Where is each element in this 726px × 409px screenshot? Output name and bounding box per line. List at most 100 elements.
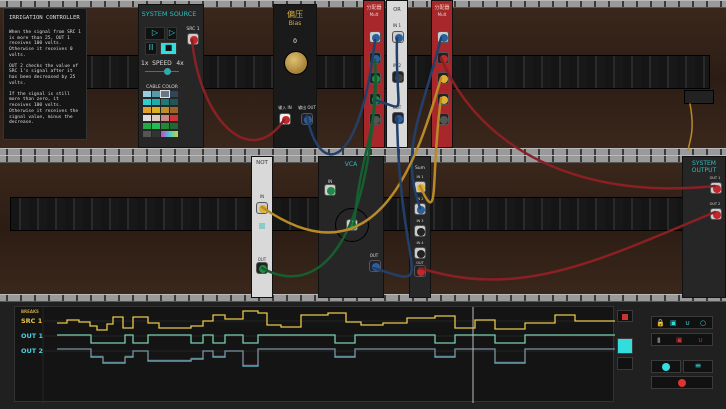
module-title: Mult bbox=[437, 12, 447, 17]
color-swatch[interactable] bbox=[161, 107, 169, 113]
color-swatch[interactable] bbox=[161, 99, 169, 105]
cable-yellow[interactable] bbox=[418, 96, 443, 204]
cable-blue[interactable] bbox=[372, 116, 413, 278]
module-title: NOT bbox=[256, 160, 268, 166]
cable-red[interactable] bbox=[418, 210, 717, 281]
out2-jack[interactable] bbox=[710, 208, 722, 220]
cable-red[interactable] bbox=[190, 38, 286, 142]
color-swatch[interactable] bbox=[152, 99, 160, 105]
speed-max-label: 4x bbox=[176, 60, 184, 67]
color-swatch[interactable] bbox=[161, 123, 169, 129]
cable-connector bbox=[684, 90, 714, 104]
color-swatch[interactable] bbox=[170, 99, 178, 105]
lock-icon[interactable]: 🔒 bbox=[656, 319, 665, 327]
stop-button[interactable]: ■ bbox=[160, 42, 177, 55]
play-button[interactable]: ▷ bbox=[145, 27, 165, 40]
out1-jack[interactable] bbox=[710, 182, 722, 194]
vca-in-jack[interactable] bbox=[324, 184, 336, 196]
pause-button[interactable]: II bbox=[145, 42, 157, 55]
clear-scope-button[interactable] bbox=[617, 310, 633, 322]
color-swatch[interactable] bbox=[161, 115, 169, 121]
sum-in2-label: IN 2 bbox=[416, 197, 424, 201]
puzzle-title: IRRIGATION CONTROLLER bbox=[9, 15, 80, 21]
color-swatch-rainbow[interactable] bbox=[161, 131, 178, 137]
sum-in3-label: IN 3 bbox=[416, 219, 424, 223]
step-button[interactable]: ▷ bbox=[167, 27, 177, 40]
trash-icon[interactable]: ▮ bbox=[657, 336, 661, 344]
track-label-out2: OUT 2 bbox=[21, 347, 44, 355]
module-title-cn: 分配器 bbox=[366, 5, 382, 11]
trace-out1-expected bbox=[57, 334, 615, 344]
module-title: SYSTEM OUTPUT bbox=[691, 160, 717, 174]
toolbar-row-1: 🔒 ▣ ∪ ○ bbox=[651, 316, 713, 329]
module-title: OR bbox=[393, 7, 401, 13]
cable-blue[interactable] bbox=[410, 36, 443, 210]
system-output-module: SYSTEM OUTPUT OUT 1 OUT 2 bbox=[682, 156, 726, 298]
scope-traces bbox=[42, 307, 615, 403]
color-swatch[interactable] bbox=[170, 91, 178, 97]
color-swatch[interactable] bbox=[152, 107, 160, 113]
or-in1-label: IN 1 bbox=[393, 23, 401, 28]
track-label-out1: OUT 1 bbox=[21, 332, 44, 340]
help-button[interactable] bbox=[651, 360, 681, 373]
trace-out2-expected bbox=[57, 348, 615, 366]
color-swatch[interactable] bbox=[143, 115, 151, 121]
color-swatch[interactable] bbox=[143, 131, 151, 137]
toolbar-row-2: ▮ ▣ ∪ bbox=[651, 333, 713, 346]
speed-slider-handle[interactable] bbox=[164, 68, 171, 75]
oscilloscope: BREAKS SRC 1 OUT 1 OUT 2 bbox=[14, 306, 615, 403]
cable-yellow[interactable] bbox=[260, 76, 443, 234]
description-text: OUT 2 checks the value of SRC 1's signal… bbox=[9, 63, 81, 86]
menu-button[interactable]: ≡ bbox=[683, 360, 713, 373]
puzzle-description: IRRIGATION CONTROLLER When the signal fr… bbox=[3, 8, 87, 140]
vca-in-label: IN bbox=[327, 179, 333, 184]
module-title: Sum bbox=[414, 166, 426, 171]
cable-green[interactable] bbox=[352, 58, 377, 228]
speed-min-label: 1x bbox=[141, 60, 149, 67]
not-in-label: IN bbox=[259, 194, 265, 199]
color-swatch[interactable] bbox=[160, 90, 170, 98]
src1-label: SRC 1 bbox=[186, 27, 200, 32]
vca-out-label: OUT bbox=[369, 253, 379, 258]
rack-strip bbox=[10, 55, 710, 89]
sum-in4-jack[interactable] bbox=[414, 247, 426, 259]
cable-icon[interactable]: ∪ bbox=[685, 319, 691, 327]
color-swatch[interactable] bbox=[152, 91, 160, 97]
bias-knob[interactable] bbox=[284, 51, 308, 75]
color-swatch[interactable] bbox=[152, 123, 160, 129]
save-icon[interactable]: ▣ bbox=[670, 319, 677, 327]
color-swatch[interactable] bbox=[143, 91, 151, 97]
save-scope-button[interactable] bbox=[617, 357, 633, 370]
color-swatch[interactable] bbox=[143, 99, 151, 105]
reset-icon[interactable]: ○ bbox=[700, 319, 707, 327]
color-swatch[interactable] bbox=[170, 115, 178, 121]
scope-mode-button[interactable] bbox=[617, 338, 633, 354]
speed-slider[interactable] bbox=[145, 68, 179, 75]
description-text: If the signal is still more than zero, i… bbox=[9, 91, 81, 126]
cable-yellow bbox=[687, 103, 693, 151]
color-swatch[interactable] bbox=[170, 123, 178, 129]
out1-label: OUT 1 bbox=[709, 176, 721, 180]
cable-red[interactable] bbox=[439, 56, 717, 190]
description-text: When the signal from SRC 1 is more than … bbox=[9, 29, 84, 58]
sum-in3-jack[interactable] bbox=[414, 225, 426, 237]
cable-green[interactable] bbox=[260, 80, 377, 278]
cable-blue[interactable] bbox=[373, 36, 400, 108]
delete-module-icon[interactable]: ▣ bbox=[676, 336, 683, 344]
color-swatch[interactable] bbox=[152, 131, 160, 137]
vca-module: VCA IN OUT bbox=[318, 156, 384, 298]
scope-header: BREAKS bbox=[21, 309, 39, 314]
cable-blue[interactable] bbox=[305, 38, 377, 156]
color-swatch[interactable] bbox=[170, 107, 178, 113]
record-button[interactable] bbox=[651, 376, 713, 389]
system-source-module: SYSTEM SOURCE ▷ ▷ II ■ 1x SPEED 4x CABLE… bbox=[138, 4, 204, 148]
color-swatch[interactable] bbox=[152, 115, 160, 121]
module-title-cn: 分配器 bbox=[434, 5, 450, 11]
not-indicator bbox=[259, 223, 265, 229]
color-swatch[interactable] bbox=[143, 107, 151, 113]
color-swatch[interactable] bbox=[143, 123, 151, 129]
speed-label: SPEED bbox=[152, 60, 172, 67]
delete-cable-icon[interactable]: ∪ bbox=[698, 336, 704, 344]
bias-out-label: 输出 OUT bbox=[298, 105, 316, 110]
